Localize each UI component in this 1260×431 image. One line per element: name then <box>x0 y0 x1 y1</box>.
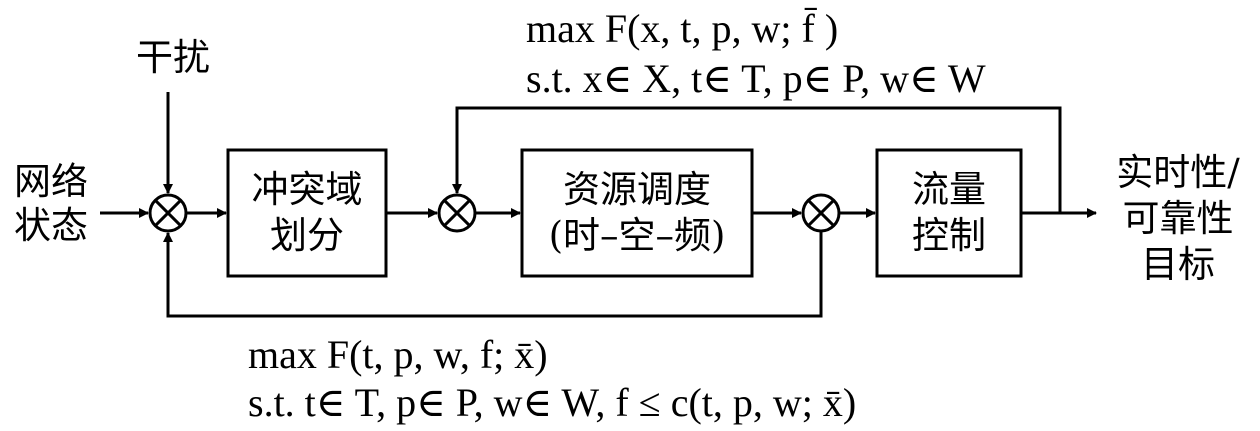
network-state-line-2: 状态 <box>14 204 88 247</box>
output-goal-line-1: 实时性/ <box>1116 151 1240 194</box>
flow-control-line-2: 控制 <box>912 214 986 257</box>
resource-scheduling-label: 资源调度 (时–空–频) <box>524 152 750 274</box>
network-state-label: 网络 状态 <box>10 160 92 248</box>
network-state-line-1: 网络 <box>14 160 88 203</box>
conflict-domain-line-1: 冲突域 <box>251 168 363 211</box>
resource-scheduling-line-1: 资源调度 <box>563 168 711 211</box>
summing-junction-3 <box>801 193 841 233</box>
bottom-constraint-formula: s.t. t∈ T, p∈ P, w∈ W, f ≤ c(t, p, w; x̄… <box>248 380 857 425</box>
output-goal-line-2: 可靠性 <box>1122 197 1234 240</box>
flow-control-label: 流量 控制 <box>879 152 1019 274</box>
bottom-objective-formula: max F(t, p, w, f; x̄) <box>248 332 548 377</box>
output-goal-label: 实时性/ 可靠性 目标 <box>1098 150 1258 288</box>
conflict-domain-label: 冲突域 划分 <box>230 152 384 274</box>
disturbance-label: 干扰 <box>136 36 210 79</box>
top-objective-formula: max F(x, t, p, w; f̄ ) <box>526 6 839 51</box>
top-constraint-formula: s.t. x∈ X, t∈ T, p∈ P, w∈ W <box>526 56 986 101</box>
summing-junction-2 <box>437 193 477 233</box>
conflict-domain-line-2: 划分 <box>270 214 344 257</box>
output-goal-line-3: 目标 <box>1141 243 1215 286</box>
summing-junction-1 <box>148 193 188 233</box>
flow-control-line-1: 流量 <box>912 168 986 211</box>
lower-feedback-loop <box>163 231 823 318</box>
upper-feedback-loop <box>452 106 1062 213</box>
resource-scheduling-line-2: (时–空–频) <box>548 214 726 257</box>
